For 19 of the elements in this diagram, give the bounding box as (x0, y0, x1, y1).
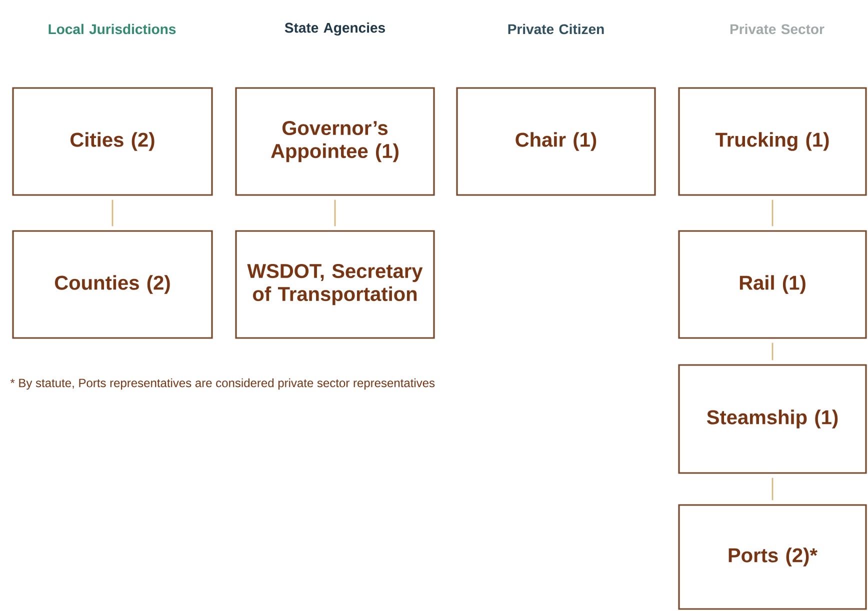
org-box: Steamship (1) (678, 364, 867, 474)
org-box: WSDOT, Secretary of Transportation (235, 230, 435, 339)
org-box: Counties (2) (12, 230, 213, 339)
column-heading: Local Jurisdictions (48, 24, 176, 34)
org-box: Rail (1) (678, 230, 867, 339)
connector-line (772, 200, 774, 226)
org-box: Chair (1) (456, 87, 656, 196)
column-heading: State Agencies (284, 22, 385, 36)
org-box: Trucking (1) (678, 87, 867, 196)
org-box: Ports (2)* (678, 504, 867, 610)
connector-line (112, 200, 114, 226)
column-heading: Private Citizen (508, 24, 604, 34)
column-heading: Private Sector (730, 24, 824, 34)
footnote: * By statute, Ports representatives are considered private sector representatives (10, 378, 435, 390)
connector-line (772, 478, 774, 500)
connector-line (772, 342, 774, 360)
org-box: Cities (2) (12, 87, 213, 196)
org-box: Governor’s Appointee (1) (235, 87, 435, 196)
connector-line (334, 200, 336, 226)
